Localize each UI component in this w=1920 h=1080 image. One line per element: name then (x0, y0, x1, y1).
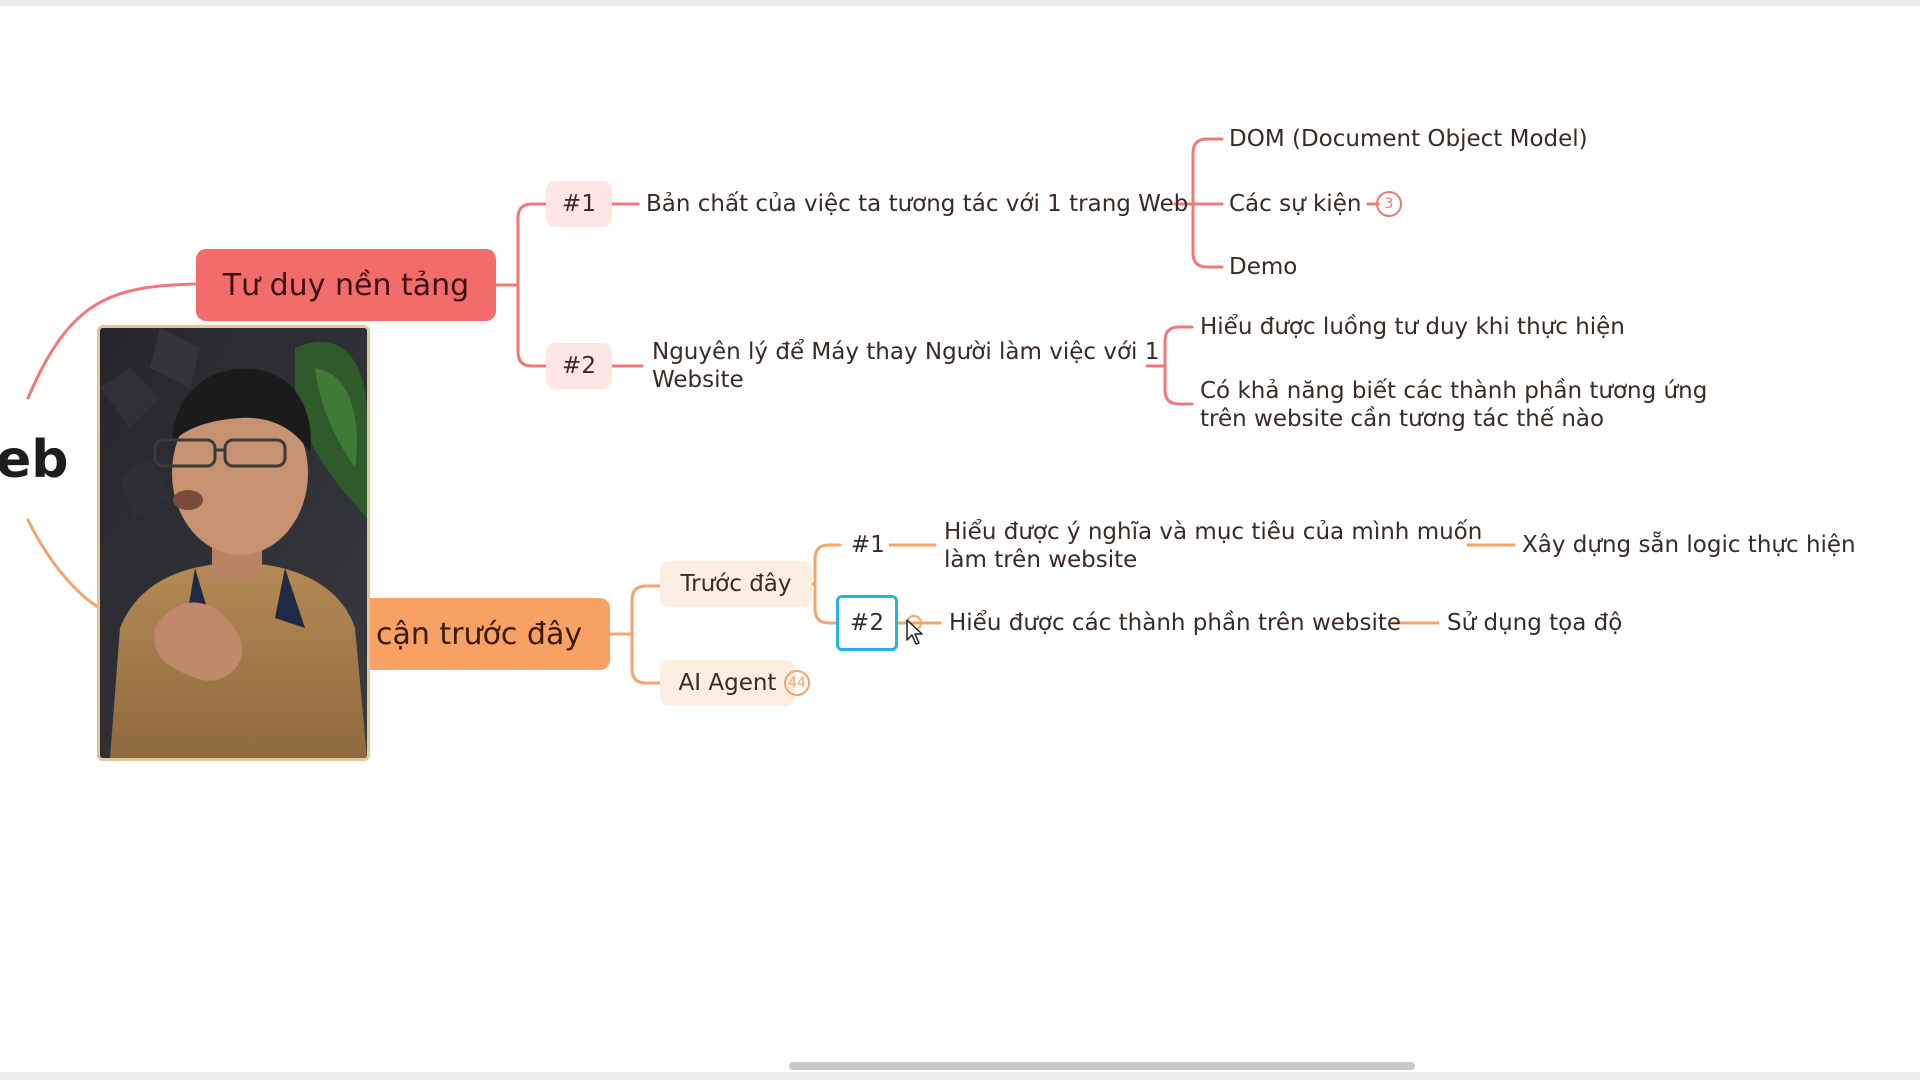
node-nguyen-ly-line1[interactable]: Nguyên lý để Máy thay Người làm việc với… (652, 339, 1160, 365)
branch-tu-duy-nen-tang[interactable]: Tư duy nền tảng (196, 249, 496, 321)
co-kha-nang-child-line (1163, 364, 1194, 406)
collapsed-count-badge[interactable]: 3 (1376, 191, 1402, 217)
node-ban-chat-tuong-tac[interactable]: Bản chất của việc ta tương tác với 1 tra… (646, 191, 1189, 217)
tag-1-hieu-y-nghia[interactable]: #1 (851, 532, 885, 558)
branch1-to-tag1-line (516, 202, 548, 287)
node-hieu-luong-tu-duy[interactable]: Hiểu được luồng tư duy khi thực hiện (1200, 314, 1625, 340)
node-truoc-day[interactable]: Trước đây (660, 561, 812, 607)
demo-child-line (1191, 202, 1224, 269)
node-nguyen-ly-line2[interactable]: Website (652, 367, 744, 393)
node-co-kha-nang-line1[interactable]: Có khả năng biết các thành phần tương ứn… (1200, 378, 1708, 404)
branch2-to-aiagent-line (630, 632, 662, 685)
presenter-image (100, 328, 367, 758)
dom-child-line (1191, 137, 1224, 206)
webcam-presenter-video (97, 325, 370, 761)
root-to-branch1-line (26, 282, 198, 400)
node-cac-su-kien[interactable]: Các sự kiện (1229, 191, 1362, 217)
node-hieu-y-nghia-line2[interactable]: làm trên website (944, 547, 1138, 573)
tag-2-nguyen-ly[interactable]: #2 (546, 343, 612, 389)
branch2-to-truocday-line (630, 584, 662, 636)
node-hieu-thanh-phan[interactable]: Hiểu được các thành phần trên website (949, 610, 1402, 636)
branch1-to-tag2-line (516, 283, 548, 368)
collapsed-count-badge-ai-agent[interactable]: 44 (784, 670, 810, 696)
branch-can-truoc-day[interactable]: cận trước đây (340, 598, 610, 670)
root-node-label[interactable]: eb (0, 430, 69, 490)
truocday-item2-line (813, 582, 838, 625)
node-ai-agent[interactable]: AI Agent (660, 660, 795, 706)
node-su-dung-toa-do[interactable]: Sử dụng tọa độ (1447, 610, 1623, 636)
node-dom[interactable]: DOM (Document Object Model) (1229, 126, 1588, 152)
top-bar (0, 0, 1920, 6)
bottom-bar (0, 1072, 1920, 1080)
root-to-branch2-line (26, 518, 110, 614)
node-co-kha-nang-line2[interactable]: trên website cần tương tác thế nào (1200, 406, 1605, 432)
hieu-luong-child-line (1163, 325, 1194, 368)
truocday-item1-line (813, 543, 842, 586)
node-demo[interactable]: Demo (1229, 254, 1298, 280)
node-hieu-y-nghia-line1[interactable]: Hiểu được ý nghĩa và mục tiêu của mình m… (944, 519, 1483, 545)
node-xay-dung-logic[interactable]: Xây dựng sẵn logic thực hiện (1522, 532, 1856, 558)
mouse-cursor-icon (906, 619, 923, 645)
horizontal-scrollbar[interactable] (789, 1062, 1415, 1070)
tag-2-selected[interactable]: #2 (836, 595, 898, 651)
tag-1-ban-chat[interactable]: #1 (546, 181, 612, 227)
